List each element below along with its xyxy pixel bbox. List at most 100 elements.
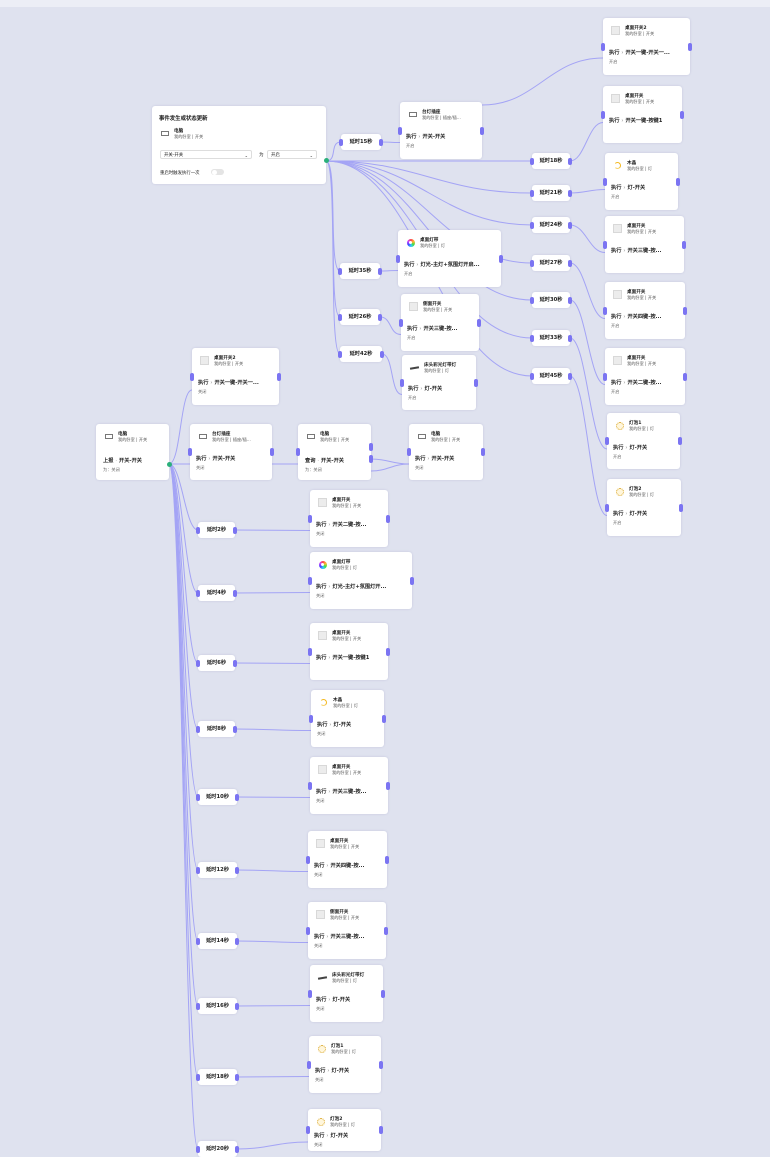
input-handle[interactable] (603, 372, 607, 381)
output-handle[interactable] (384, 926, 388, 935)
output-handle[interactable] (386, 781, 390, 790)
action-card-left-4[interactable]: 桌面开关我的卧室 | 开关执行›开关三键-按...关闭 (308, 757, 390, 814)
input-handle[interactable] (603, 177, 607, 186)
output-handle[interactable] (235, 866, 239, 874)
action-card-right-3[interactable]: 桌面开关我的卧室 | 开关执行›开关三键-按... (603, 216, 686, 273)
action-card-top-2[interactable]: 侧面开关我的卧室 | 开关执行›开关三键-按...开启 (399, 294, 481, 351)
input-handle[interactable] (190, 372, 194, 381)
input-handle[interactable] (196, 1145, 200, 1153)
input-handle[interactable] (530, 259, 534, 267)
delay-node-left-6[interactable]: 延时14秒 (196, 933, 239, 949)
output-handle[interactable] (568, 189, 572, 197)
action-card-left-5[interactable]: 桌面开关我的卧室 | 开关执行›开关四键-按...关闭 (306, 831, 389, 888)
output-handle[interactable] (499, 254, 503, 263)
delay-node-top-3[interactable]: 延时42秒 (338, 346, 384, 362)
input-handle[interactable] (530, 334, 534, 342)
delay-node-left-8[interactable]: 延时18秒 (196, 1069, 239, 1085)
output-handle[interactable] (680, 110, 684, 119)
action-card-mid-2[interactable]: 电脑我的卧室 | 开关执行›开关-开关关闭 (407, 424, 485, 480)
input-handle[interactable] (605, 437, 609, 445)
input-handle[interactable] (338, 313, 342, 321)
input-handle[interactable] (338, 350, 342, 358)
delay-node-right-1[interactable]: 延时21秒 (530, 185, 572, 201)
input-handle[interactable] (306, 926, 310, 935)
input-handle[interactable] (196, 937, 200, 945)
action-card-right-5[interactable]: 桌面开关我的卧室 | 开关执行›开关二键-按...开启 (603, 348, 687, 405)
output-handle[interactable] (678, 437, 682, 445)
delay-node-left-3[interactable]: 延时8秒 (196, 721, 237, 737)
delay-node-top-0[interactable]: 延时15秒 (339, 134, 383, 150)
delay-node-left-5[interactable]: 延时12秒 (196, 862, 239, 878)
output-handle[interactable] (568, 372, 572, 380)
output-true-handle[interactable] (369, 443, 373, 451)
input-handle[interactable] (196, 1073, 200, 1081)
delay-node-left-1[interactable]: 延时4秒 (196, 585, 237, 601)
delay-node-right-2[interactable]: 延时24秒 (530, 217, 572, 233)
output-handle[interactable] (233, 589, 237, 597)
action-card-top-0[interactable]: 台灯插座我的卧室 | 插座/插...执行›开关-开关开启 (398, 102, 484, 159)
input-handle[interactable] (306, 855, 310, 864)
delay-node-top-2[interactable]: 延时26秒 (338, 309, 382, 325)
delay-node-right-5[interactable]: 延时33秒 (530, 330, 572, 346)
input-handle[interactable] (398, 126, 402, 135)
output-handle[interactable] (679, 503, 683, 512)
output-handle[interactable] (380, 350, 384, 358)
delay-node-right-0[interactable]: 延时18秒 (530, 153, 572, 169)
output-handle[interactable] (568, 221, 572, 229)
input-handle[interactable] (196, 526, 200, 534)
output-handle[interactable] (676, 177, 680, 186)
delay-node-left-4[interactable]: 延时10秒 (196, 789, 239, 805)
delay-node-left-2[interactable]: 延时6秒 (196, 655, 237, 671)
input-handle[interactable] (601, 110, 605, 119)
output-handle[interactable] (381, 989, 385, 998)
input-handle[interactable] (308, 781, 312, 790)
output-handle[interactable] (233, 659, 237, 667)
action-card-left-3[interactable]: 木晶我的卧室 | 灯执行›灯-开关关闭 (309, 690, 386, 747)
output-handle[interactable] (235, 1073, 239, 1081)
output-handle[interactable] (270, 448, 274, 456)
output-handle[interactable] (235, 1145, 239, 1153)
input-handle[interactable] (605, 503, 609, 512)
report-trigger-card[interactable]: 电脑我的卧室 | 开关 上报·开关-开关 为：关闭 (96, 424, 172, 480)
restart-trigger-toggle[interactable] (211, 169, 224, 175)
output-handle[interactable] (385, 855, 389, 864)
output-handle[interactable] (379, 138, 383, 146)
action-card-left-0[interactable]: 桌面开关我的卧室 | 开关执行›开关二键-按...关闭 (308, 490, 390, 547)
trigger-output-handle[interactable] (324, 158, 329, 163)
input-handle[interactable] (308, 989, 312, 998)
query-condition-card[interactable]: 电脑我的卧室 | 开关查询·开关-开关为：关闭 (296, 424, 373, 480)
output-handle[interactable] (386, 647, 390, 656)
input-handle[interactable] (307, 1060, 311, 1069)
output-handle[interactable] (386, 514, 390, 523)
input-handle[interactable] (530, 221, 534, 229)
output-handle[interactable] (568, 259, 572, 267)
action-card-left-7[interactable]: 床头彩光灯带灯我的卧室 | 灯执行›灯-开关关闭 (308, 965, 385, 1022)
output-handle[interactable] (688, 42, 692, 51)
input-handle[interactable] (296, 448, 300, 456)
input-handle[interactable] (196, 659, 200, 667)
report-output-handle[interactable] (167, 462, 172, 467)
input-handle[interactable] (196, 725, 200, 733)
action-card-left-2[interactable]: 桌面开关我的卧室 | 开关执行›开关一键-按键1 (308, 623, 390, 680)
output-handle[interactable] (382, 714, 386, 723)
action-card-top-3[interactable]: 床头彩光灯带灯我的卧室 | 灯执行›灯-开关开启 (400, 355, 478, 410)
output-handle[interactable] (683, 372, 687, 381)
output-handle[interactable] (682, 240, 686, 249)
delay-node-left-0[interactable]: 延时2秒 (196, 522, 237, 538)
delay-node-right-6[interactable]: 延时45秒 (530, 368, 572, 384)
action-card-top-1[interactable]: 桌面灯带我的卧室 | 灯执行›灯光-主灯+氛围灯开启...开启 (396, 230, 503, 287)
output-handle[interactable] (410, 576, 414, 585)
input-handle[interactable] (399, 318, 403, 327)
input-handle[interactable] (308, 576, 312, 585)
input-handle[interactable] (308, 514, 312, 523)
input-handle[interactable] (603, 240, 607, 249)
input-handle[interactable] (530, 157, 534, 165)
input-handle[interactable] (306, 1126, 310, 1134)
input-handle[interactable] (308, 647, 312, 656)
output-handle[interactable] (474, 378, 478, 387)
